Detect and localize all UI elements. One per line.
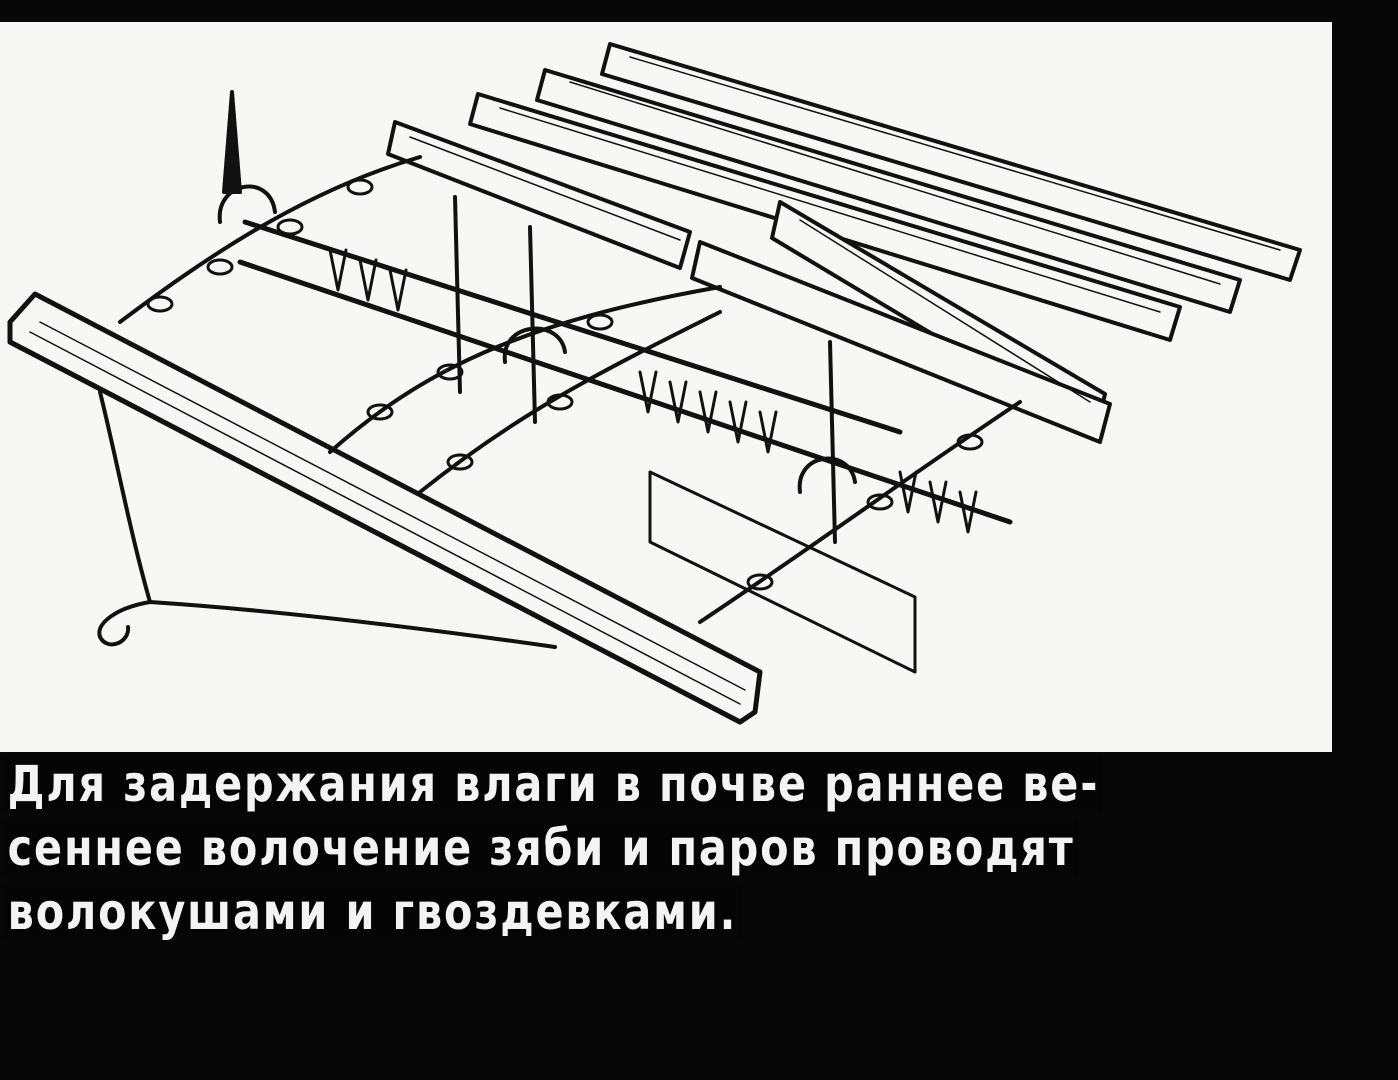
drag-harrow-icon: [7, 42, 1302, 725]
caption-line-1: Для задержания влаги в почве раннее ве-: [4, 752, 1200, 816]
spike-teeth: [328, 248, 978, 534]
caption-line-2-text: сеннее волочение зяби и паров проводят: [4, 819, 1079, 877]
caption-line-1-text: Для задержания влаги в почве раннее ве-: [4, 755, 1103, 813]
caption-text: Для задержания влаги в почве раннее ве- …: [4, 752, 1304, 944]
caption-line-3-text: волокушами и гвоздевками.: [4, 883, 741, 941]
harrow-illustration: [0, 22, 1332, 752]
beam-group: [386, 42, 1302, 444]
caption-line-2: сеннее волочение зяби и паров проводят: [4, 816, 1200, 880]
caption-line-3: волокушами и гвоздевками.: [4, 880, 1200, 944]
